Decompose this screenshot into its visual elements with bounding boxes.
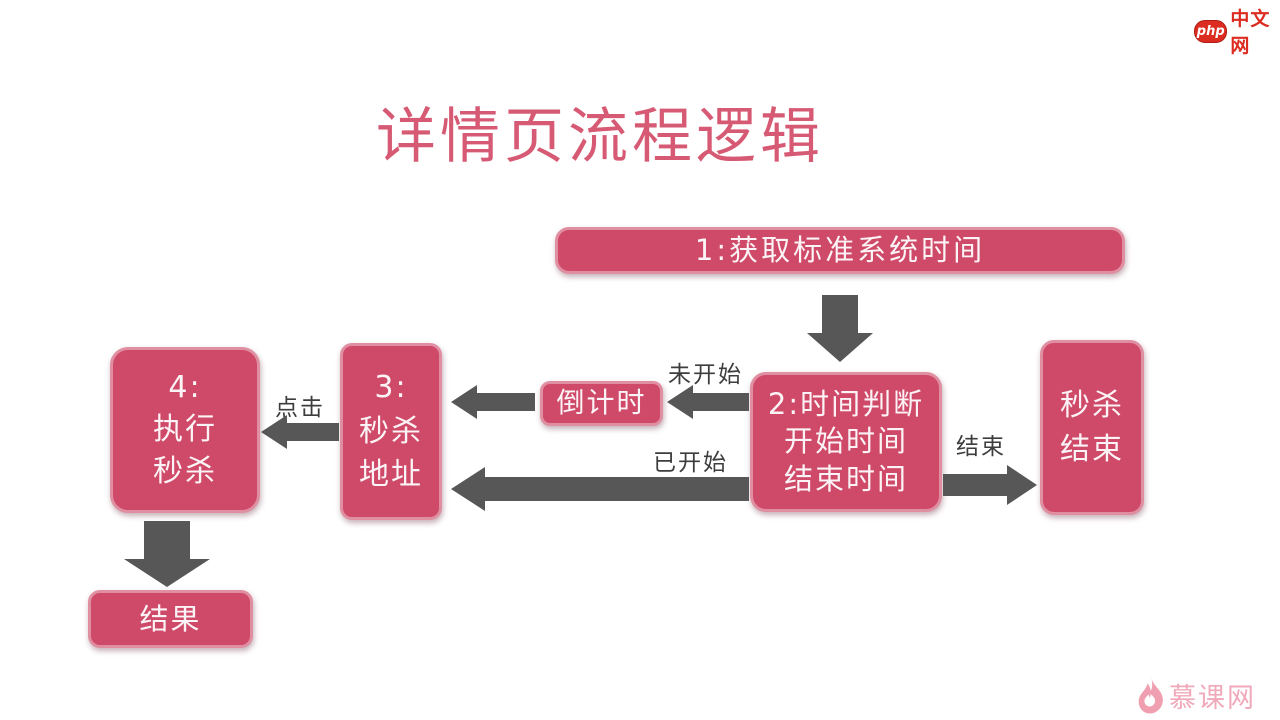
- edge-label-finished: 结束: [956, 434, 1006, 460]
- node-step3-line1: 3:: [374, 370, 408, 406]
- node-step4-line3: 秒杀: [153, 454, 217, 489]
- imooc-logo: 慕课网: [1138, 676, 1256, 715]
- arrow-countdown-to-step3: [451, 385, 535, 419]
- arrow-shaft: [477, 393, 535, 411]
- arrow-shaft: [144, 521, 190, 559]
- node-step1: 1:获取标准系统时间: [555, 227, 1125, 274]
- arrow-down-head: [807, 333, 873, 362]
- php-logo-badge-icon: php: [1194, 19, 1228, 43]
- arrow-left-head: [451, 385, 477, 419]
- arrow-shaft: [287, 423, 339, 441]
- node-step2-line3: 结束时间: [783, 461, 908, 496]
- edge-label-started: 已开始: [653, 450, 728, 476]
- node-step4: 4: 执行 秒杀: [110, 347, 260, 513]
- arrow-left-head: [451, 467, 485, 511]
- node-end-line1: 秒杀: [1060, 388, 1124, 423]
- flame-icon: [1138, 677, 1163, 713]
- arrow-shaft: [943, 474, 1007, 496]
- php-logo-text: 中文网: [1230, 8, 1271, 57]
- imooc-logo-text: 慕课网: [1169, 683, 1256, 714]
- node-step4-line1: 4:: [168, 370, 202, 405]
- node-step3: 3: 秒杀 地址: [340, 343, 442, 520]
- php-cn-logo: php 中文网: [1194, 4, 1280, 58]
- arrow-left-head: [667, 385, 693, 419]
- arrow-step2-to-step3: [451, 467, 749, 511]
- arrow-step3-to-step4: [261, 415, 339, 449]
- arrow-right-head: [1007, 465, 1037, 505]
- arrow-step1-to-step2: [807, 295, 873, 362]
- edge-label-not-started: 未开始: [668, 362, 743, 388]
- arrow-shaft: [693, 393, 749, 411]
- arrow-shaft: [485, 477, 749, 501]
- node-result-label: 结果: [139, 601, 202, 636]
- arrow-step2-to-end: [943, 465, 1037, 505]
- arrow-shaft: [822, 295, 858, 333]
- arrow-step2-to-countdown: [667, 385, 749, 419]
- node-step4-line2: 执行: [153, 412, 217, 447]
- arrow-step4-to-result: [124, 521, 210, 587]
- node-step3-line2: 秒杀: [359, 413, 423, 449]
- page-title: 详情页流程逻辑: [376, 101, 824, 172]
- node-step1-label: 1:获取标准系统时间: [694, 233, 986, 268]
- arrow-down-head: [124, 559, 210, 587]
- node-step3-line3: 地址: [359, 457, 423, 493]
- arrow-left-head: [261, 415, 287, 449]
- node-end-line2: 结束: [1060, 431, 1124, 467]
- node-end: 秒杀 结束: [1040, 340, 1144, 515]
- node-step2-line1: 2:时间判断: [767, 387, 925, 422]
- node-countdown-label: 倒计时: [556, 386, 647, 420]
- node-step2-line2: 开始时间: [783, 424, 908, 459]
- node-step2: 2:时间判断 开始时间 结束时间: [750, 372, 942, 512]
- node-result: 结果: [88, 590, 253, 648]
- node-countdown: 倒计时: [540, 381, 663, 426]
